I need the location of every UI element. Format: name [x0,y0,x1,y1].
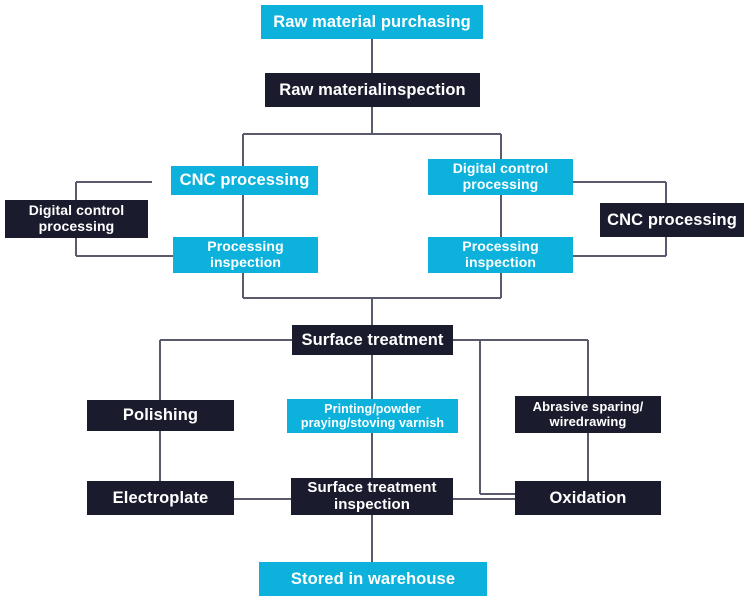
node-label: CNC processing [179,171,310,190]
node-label: Raw material purchasing [273,12,471,31]
node-label-line-2: wiredrawing [549,413,627,429]
node-label-line-2: inspection [209,254,281,270]
node-digital-control-processing-left[interactable]: Digital control processing [5,200,148,238]
node-label-line-2: praying/stoving varnish [300,416,445,430]
node-label-line-1: Surface treatment [307,478,437,496]
node-label-line-1: Processing [207,238,284,255]
node-raw-material-inspection[interactable]: Raw materialinspection [265,73,480,107]
node-label: CNC processing [607,210,737,229]
node-oxidation[interactable]: Oxidation [515,481,661,515]
node-raw-material-purchasing[interactable]: Raw material purchasing [261,5,483,39]
node-label-line-1: Processing [462,238,539,255]
node-label-line-2: inspection [333,495,410,513]
node-label-line-2: inspection [464,254,536,270]
node-cnc-processing-right[interactable]: CNC processing [600,203,744,237]
node-processing-inspection-left[interactable]: Processing inspection [173,237,318,273]
node-surface-treatment[interactable]: Surface treatment [292,325,453,355]
node-label-line-1: Digital control [28,202,125,219]
node-stored-in-warehouse[interactable]: Stored in warehouse [259,562,487,596]
node-label-line-1: Abrasive sparing/ [532,398,644,414]
node-label: Surface treatment [301,330,444,349]
node-digital-control-processing-right[interactable]: Digital control processing [428,159,573,195]
node-label: Electroplate [112,488,209,507]
node-processing-inspection-right[interactable]: Processing inspection [428,237,573,273]
node-polishing[interactable]: Polishing [87,400,234,431]
node-surface-treatment-inspection[interactable]: Surface treatment inspection [291,478,453,515]
node-label: Stored in warehouse [290,569,456,588]
node-abrasive-sparing-wiredrawing[interactable]: Abrasive sparing/ wiredrawing [515,396,661,433]
node-electroplate[interactable]: Electroplate [87,481,234,515]
node-label-line-2: processing [462,176,539,192]
node-label-line-1: Digital control [452,160,549,177]
node-label-line-2: processing [38,218,115,234]
node-printing-powder-praying-stoving-varnish[interactable]: Printing/powder praying/stoving varnish [287,399,458,433]
node-label: Oxidation [549,488,627,507]
node-label: Polishing [122,406,199,425]
node-label-line-1: Printing/powder [324,402,421,416]
node-cnc-processing-left[interactable]: CNC processing [171,166,318,195]
node-label: Raw materialinspection [279,80,466,99]
